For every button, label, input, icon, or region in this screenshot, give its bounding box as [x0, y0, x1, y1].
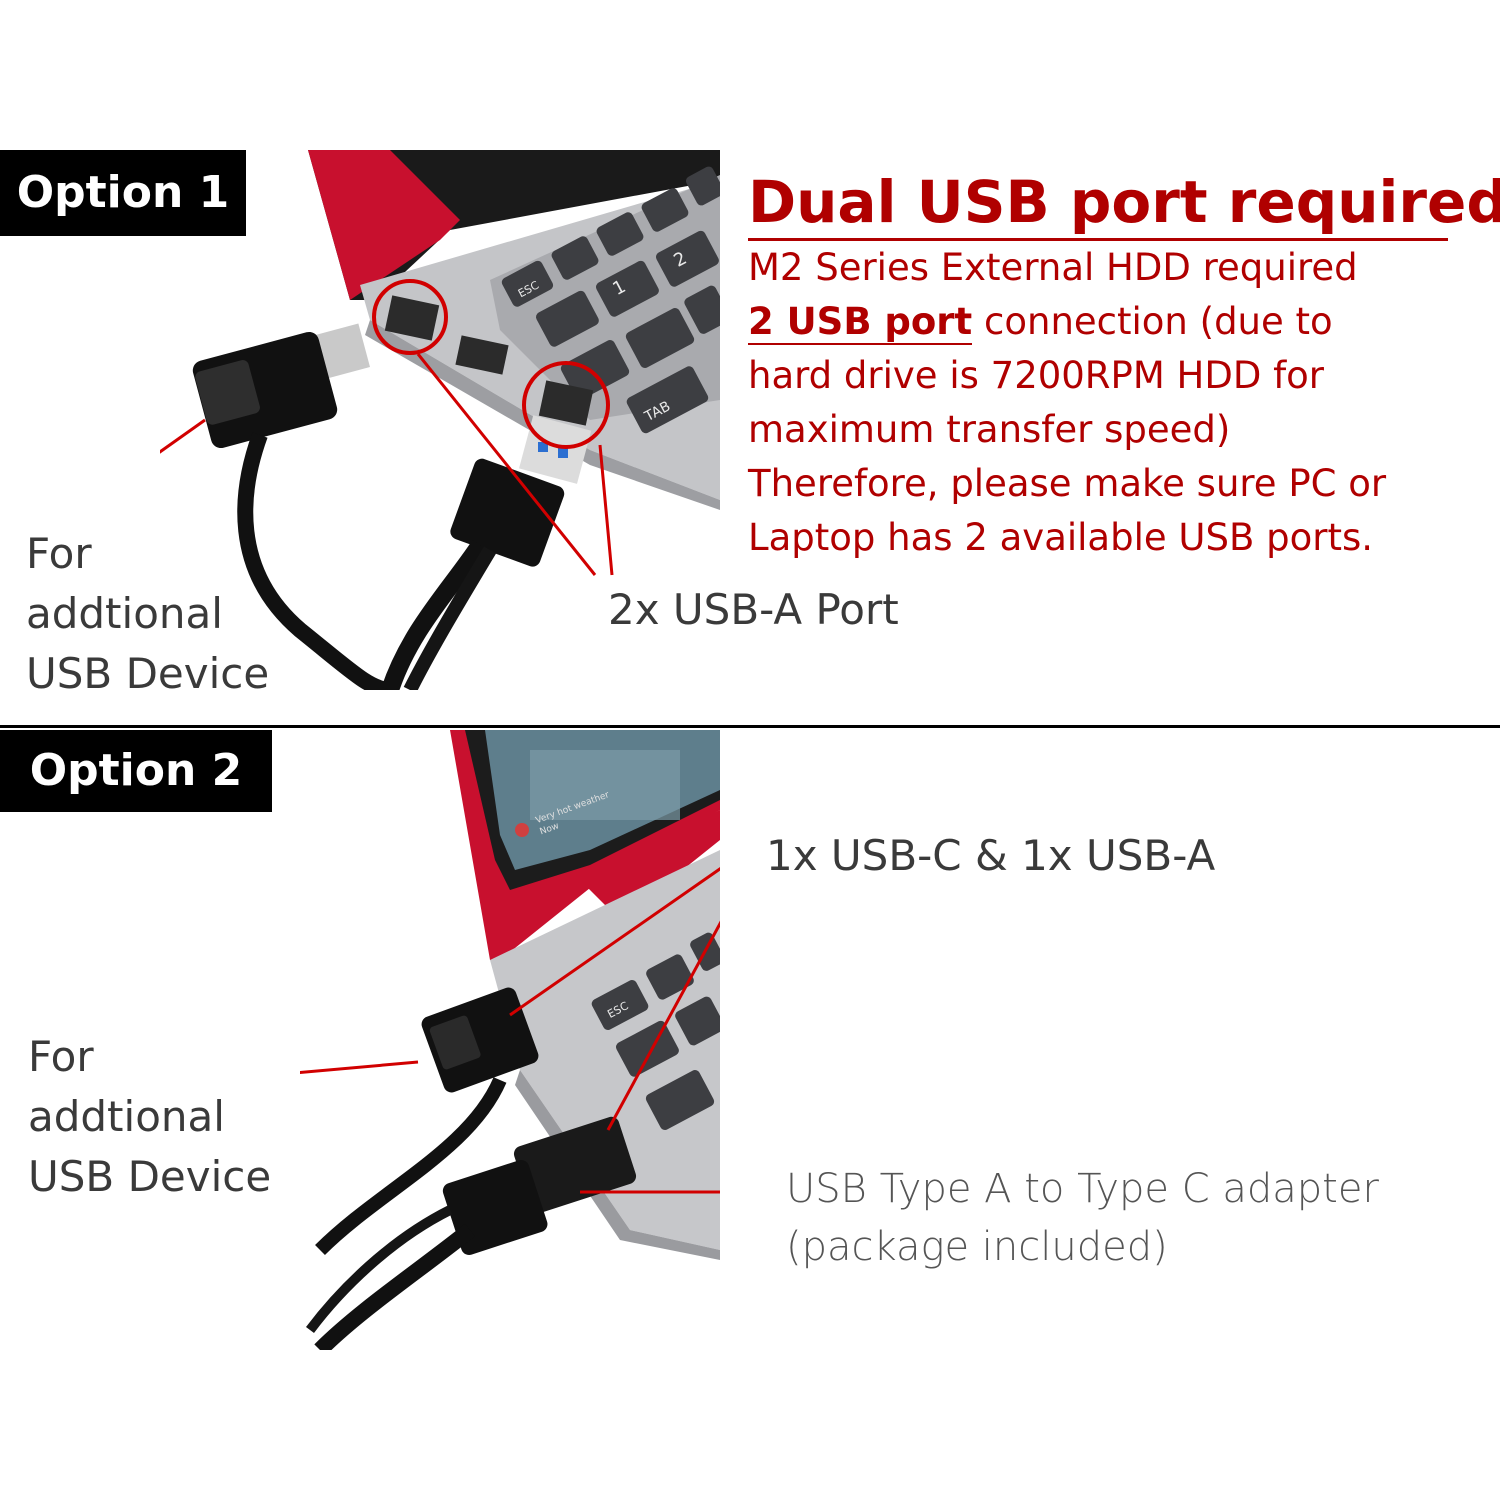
requirements-emphasis: 2 USB port: [748, 300, 973, 345]
requirements-block: Dual USB port required M2 Series Externa…: [748, 168, 1500, 565]
option2-side-label-line3: USB Device: [28, 1152, 272, 1201]
option1-tag: Option 1: [0, 150, 246, 236]
option2-tag-label: Option 2: [29, 745, 243, 796]
option2-laptop-photo: Very hot weather Now ESC: [300, 730, 720, 1350]
option2-adapter-label-line2: (package included): [786, 1224, 1168, 1270]
option1-side-label-line3: USB Device: [26, 649, 270, 698]
requirements-line2-rest: connection (due to: [972, 300, 1333, 343]
requirements-line4: maximum transfer speed): [748, 408, 1231, 451]
requirements-line3: hard drive is 7200RPM HDD for: [748, 354, 1324, 397]
option1-tag-label: Option 1: [16, 167, 230, 218]
requirements-title-underline: [748, 238, 1448, 241]
option2-side-label-line2: addtional: [28, 1092, 225, 1141]
option1-side-label-line2: addtional: [26, 589, 223, 638]
section-divider: [0, 725, 1500, 728]
option1-side-label-line1: For: [26, 529, 92, 578]
option2-side-label-line1: For: [28, 1032, 94, 1081]
option1-laptop-photo: ESC TAB 1 2: [160, 150, 720, 690]
option2-port-label: 1x USB-C & 1x USB-A: [766, 831, 1216, 880]
requirements-line5: Therefore, please make sure PC or: [748, 462, 1387, 505]
option1-port-label: 2x USB-A Port: [608, 585, 899, 634]
option2-tag: Option 2: [0, 730, 272, 812]
requirements-title: Dual USB port required: [748, 168, 1500, 236]
requirements-line6: Laptop has 2 available USB ports.: [748, 516, 1373, 559]
option1-side-label: For addtional USB Device: [26, 524, 269, 704]
option2-adapter-label: USB Type A to Type C adapter (package in…: [786, 1160, 1379, 1276]
option2-adapter-label-line1: USB Type A to Type C adapter: [786, 1166, 1379, 1212]
option2-side-label: For addtional USB Device: [28, 1027, 271, 1207]
requirements-line2: 2 USB port connection (due to: [748, 295, 1468, 349]
requirements-line1: M2 Series External HDD required: [748, 246, 1358, 289]
